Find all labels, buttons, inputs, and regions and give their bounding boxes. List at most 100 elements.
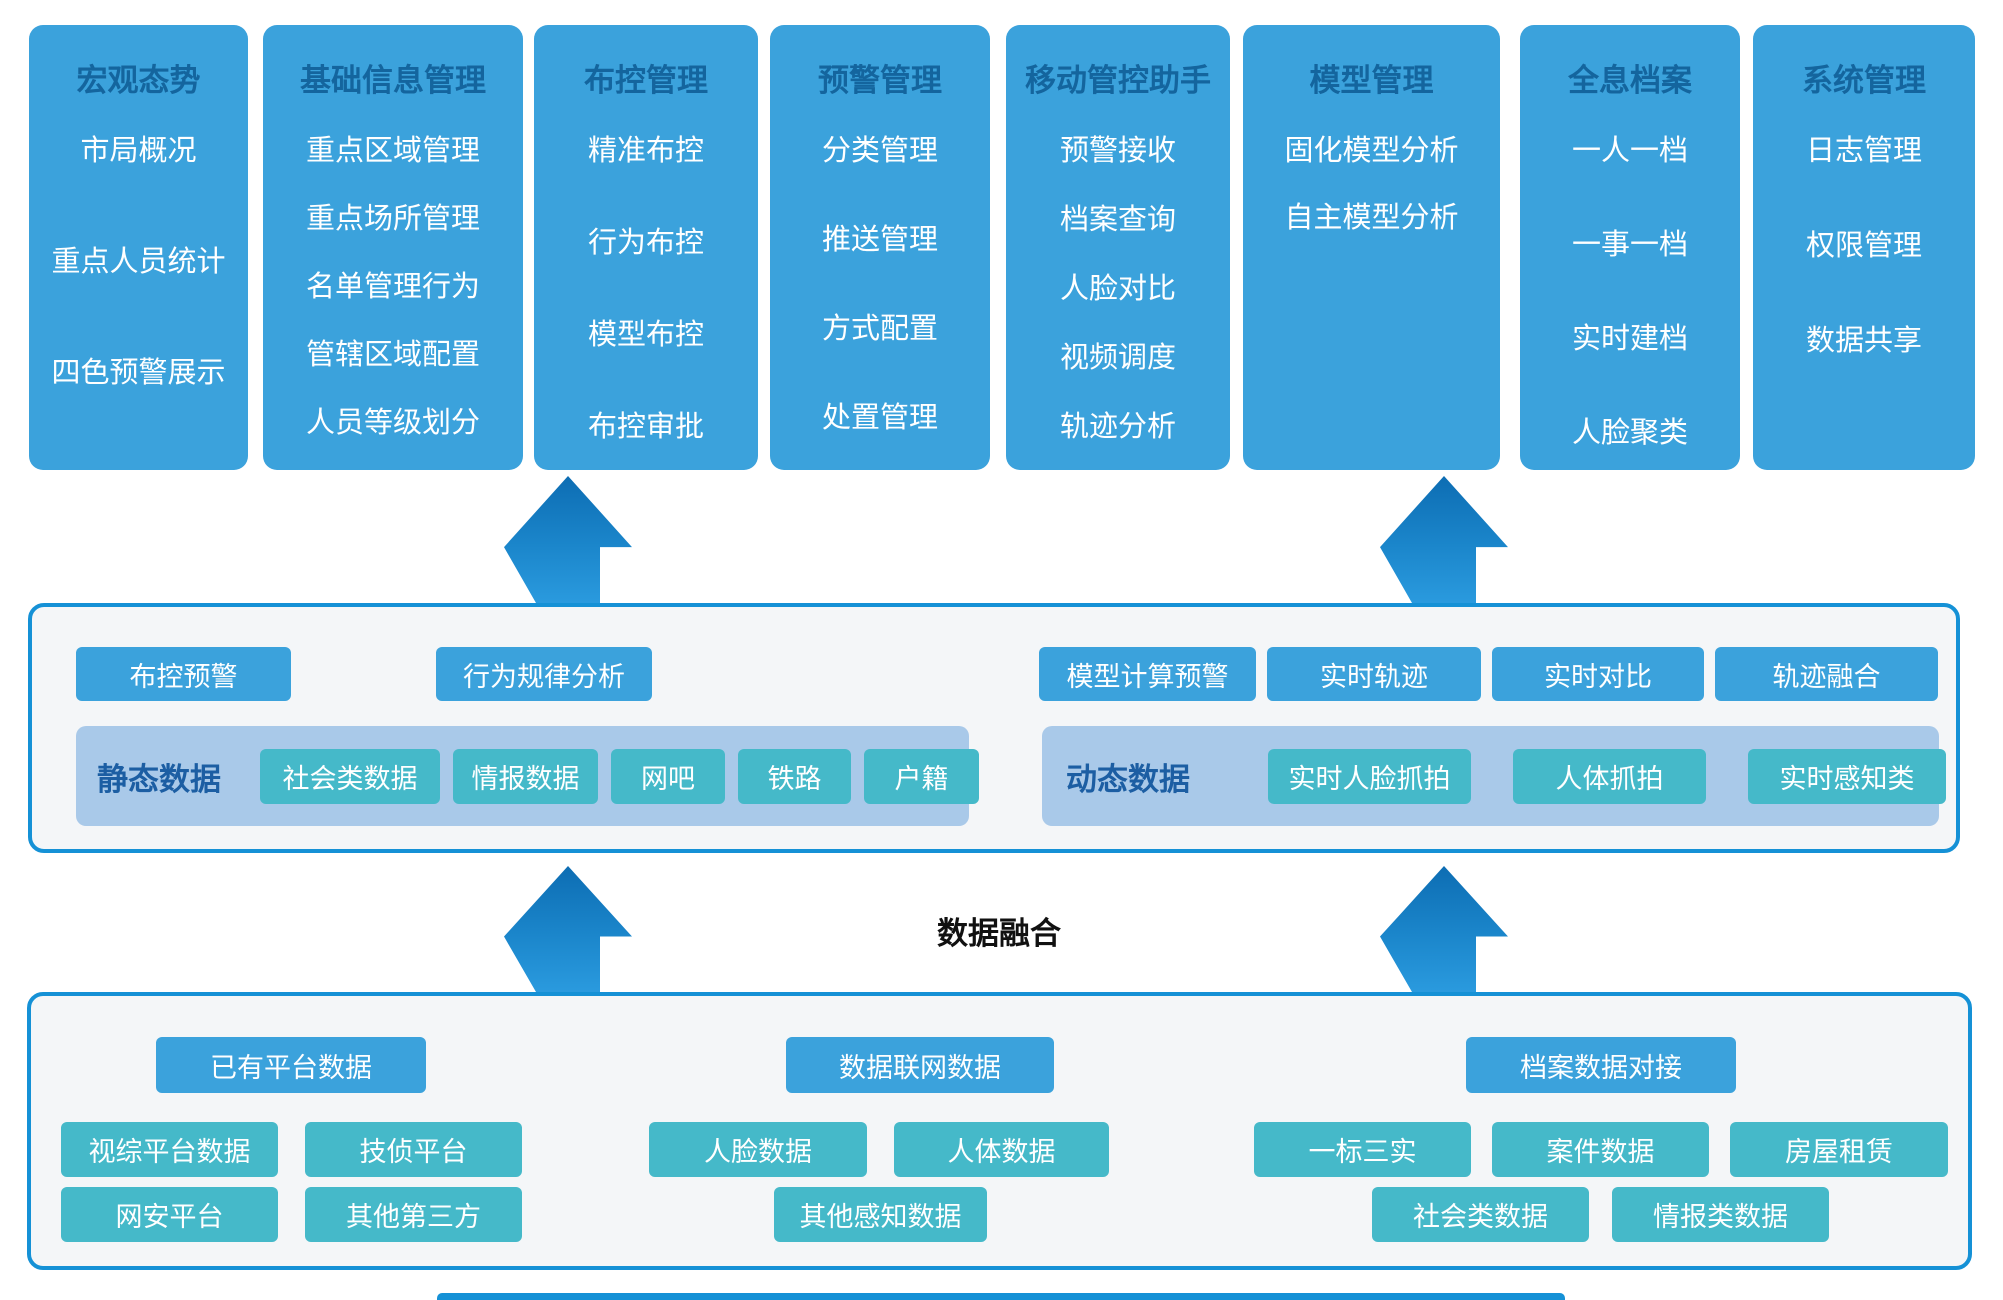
module-item-list: 固化模型分析自主模型分析 (1284, 129, 1458, 238)
data-chip: 人脸数据 (649, 1122, 867, 1177)
source-chip: 实时人脸抓拍 (1268, 748, 1471, 804)
data-chip: 情报类数据 (1612, 1187, 1829, 1242)
module-item: 人脸对比 (1059, 271, 1176, 305)
module-title: 基础信息管理 (300, 63, 486, 99)
section-row: 社会类数据情报类数据 (1254, 1187, 1948, 1242)
module-card: 全息档案一人一档一事一档实时建档人脸聚类 (1520, 25, 1740, 470)
module-item: 分类管理 (821, 133, 938, 167)
source-chip: 网吧 (611, 748, 725, 804)
module-item: 自主模型分析 (1284, 200, 1459, 234)
module-item: 推送管理 (821, 222, 938, 256)
up-arrow-icon (1380, 866, 1508, 992)
data-fusion-label: 数据融合 (937, 916, 1061, 952)
module-item: 预警接收 (1059, 133, 1176, 167)
data-chip: 人体数据 (894, 1122, 1109, 1177)
module-card: 宏观态势市局概况重点人员统计四色预警展示 (29, 25, 248, 470)
module-item: 名单管理行为 (305, 269, 480, 303)
module-item: 方式配置 (821, 311, 938, 345)
source-chip: 人体抓拍 (1513, 748, 1706, 804)
source-chip: 社会类数据 (260, 748, 440, 804)
section-row: 视综平台数据技侦平台 (61, 1122, 522, 1177)
module-item: 市局概况 (80, 133, 197, 167)
static-band-label: 静态数据 (97, 761, 221, 798)
module-item-list: 日志管理权限管理数据共享 (1806, 129, 1922, 361)
up-arrow-icon (1380, 476, 1508, 603)
module-item-list: 市局概况重点人员统计四色预警展示 (51, 129, 225, 393)
module-item: 一人一档 (1571, 133, 1688, 167)
data-section: 档案数据对接一标三实案件数据房屋租赁社会类数据情报类数据 (1254, 1037, 1948, 1242)
module-title: 移动管控助手 (1025, 63, 1211, 99)
section-row: 其他感知数据 (649, 1187, 1109, 1242)
data-chip: 案件数据 (1492, 1122, 1709, 1177)
module-item: 一事一档 (1571, 227, 1688, 261)
module-item-list: 分类管理推送管理方式配置处置管理 (822, 129, 938, 438)
capability-chip: 实时轨迹 (1267, 647, 1481, 701)
section-row: 一标三实案件数据房屋租赁 (1254, 1122, 1948, 1177)
module-item: 实时建档 (1571, 321, 1688, 355)
modules-row: 宏观态势市局概况重点人员统计四色预警展示基础信息管理重点区域管理重点场所管理名单… (29, 25, 1975, 470)
module-item: 四色预警展示 (51, 355, 226, 389)
data-chip: 一标三实 (1254, 1122, 1471, 1177)
data-chip: 房屋租赁 (1730, 1122, 1948, 1177)
capability-chip: 实时对比 (1492, 647, 1704, 701)
source-chip: 实时感知类 (1748, 748, 1946, 804)
data-chip: 社会类数据 (1372, 1187, 1589, 1242)
module-item-list: 一人一档一事一档实时建档人脸聚类 (1572, 129, 1688, 453)
source-chip: 铁路 (738, 748, 851, 804)
source-chip: 户籍 (864, 748, 979, 804)
capability-chip: 行为规律分析 (436, 647, 652, 701)
source-chip: 情报数据 (453, 748, 598, 804)
module-item: 视频调度 (1059, 340, 1176, 374)
module-item: 人脸聚类 (1571, 415, 1688, 449)
module-item: 重点场所管理 (305, 201, 480, 235)
module-title: 宏观态势 (76, 63, 201, 99)
module-item: 轨迹分析 (1059, 409, 1176, 443)
module-card: 模型管理固化模型分析自主模型分析 (1243, 25, 1500, 470)
section-header-chip: 档案数据对接 (1466, 1037, 1736, 1093)
module-title: 系统管理 (1802, 63, 1926, 99)
module-item: 布控审批 (587, 409, 704, 443)
module-item: 精准布控 (587, 133, 704, 167)
up-arrow-icon (504, 476, 632, 603)
module-item: 重点人员统计 (51, 244, 226, 278)
analysis-layer-box: 布控预警行为规律分析 模型计算预警实时轨迹实时对比轨迹融合 静态数据 社会类数据… (28, 603, 1960, 853)
section-header-chip: 数据联网数据 (786, 1037, 1054, 1093)
data-chip: 其他感知数据 (774, 1187, 987, 1242)
data-chip: 视综平台数据 (61, 1122, 278, 1177)
dynamic-data-band: 动态数据 实时人脸抓拍人体抓拍实时感知类 (1042, 726, 1946, 826)
module-title: 预警管理 (818, 63, 942, 99)
module-title: 模型管理 (1309, 63, 1434, 99)
section-row: 网安平台其他第三方 (61, 1187, 522, 1242)
dynamic-band-label: 动态数据 (1066, 761, 1190, 798)
module-item: 人员等级划分 (305, 405, 480, 439)
module-card: 基础信息管理重点区域管理重点场所管理名单管理行为管辖区域配置人员等级划分 (263, 25, 523, 470)
data-section: 数据联网数据人脸数据人体数据其他感知数据 (649, 1037, 1109, 1242)
data-chip: 技侦平台 (305, 1122, 522, 1177)
module-item: 模型布控 (587, 317, 704, 351)
module-card: 移动管控助手预警接收档案查询人脸对比视频调度轨迹分析 (1006, 25, 1230, 470)
module-item: 档案查询 (1059, 202, 1176, 236)
module-item: 固化模型分析 (1284, 133, 1459, 167)
data-section: 已有平台数据视综平台数据技侦平台网安平台其他第三方 (61, 1037, 522, 1242)
module-title: 布控管理 (584, 63, 708, 99)
module-item-list: 精准布控行为布控模型布控布控审批 (588, 129, 704, 447)
static-data-band: 静态数据 社会类数据情报数据网吧铁路户籍 (76, 726, 979, 826)
module-item: 数据共享 (1805, 323, 1922, 357)
dynamic-capability-row: 模型计算预警实时轨迹实时对比轨迹融合 (1039, 647, 1938, 701)
module-item: 日志管理 (1805, 133, 1922, 167)
section-row: 人脸数据人体数据 (649, 1122, 1109, 1177)
module-item: 处置管理 (821, 400, 938, 434)
static-capability-row: 布控预警行为规律分析 (76, 647, 652, 701)
module-card: 系统管理日志管理权限管理数据共享 (1753, 25, 1975, 470)
capability-chip: 模型计算预警 (1039, 647, 1256, 701)
module-card: 预警管理分类管理推送管理方式配置处置管理 (770, 25, 990, 470)
data-chip: 网安平台 (61, 1187, 278, 1242)
module-item-list: 重点区域管理重点场所管理名单管理行为管辖区域配置人员等级划分 (306, 129, 480, 443)
cropped-box-edge (437, 1293, 1565, 1300)
module-item: 行为布控 (587, 225, 704, 259)
up-arrow-icon (504, 866, 632, 992)
data-source-layer-box: 已有平台数据视综平台数据技侦平台网安平台其他第三方 数据联网数据人脸数据人体数据… (27, 992, 1972, 1270)
section-header-chip: 已有平台数据 (156, 1037, 426, 1093)
module-item: 管辖区域配置 (305, 337, 480, 371)
